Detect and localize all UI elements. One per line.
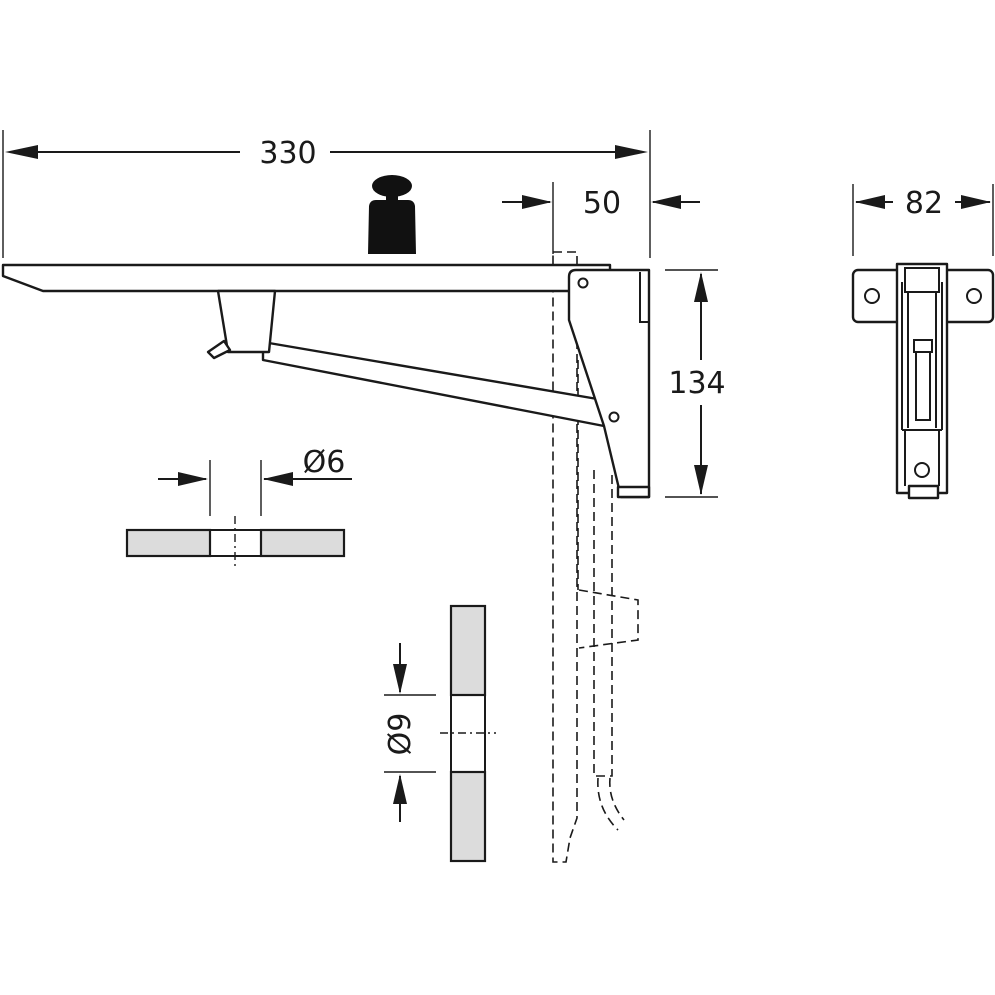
bracket-front-view xyxy=(851,262,995,500)
dimension-label-134: 134 xyxy=(668,366,725,401)
hole-detail-d9: Ø9 xyxy=(383,604,496,863)
dimension-label-330: 330 xyxy=(259,136,316,171)
hole-detail-d6: Ø6 xyxy=(125,445,352,566)
wall-outline-dashed xyxy=(552,251,579,863)
brace-arm xyxy=(206,289,617,428)
weight-icon xyxy=(368,175,416,254)
dimension-134: 134 xyxy=(665,269,726,498)
dimension-330: 330 xyxy=(2,130,651,258)
dimension-82: 82 xyxy=(852,184,994,256)
dimension-label-82: 82 xyxy=(905,186,943,221)
dimension-label-d9: Ø9 xyxy=(383,713,418,756)
dimension-label-d6: Ø6 xyxy=(303,445,346,480)
shelf-plate xyxy=(1,263,612,293)
dimension-label-50: 50 xyxy=(583,186,621,221)
release-rod-dashed xyxy=(578,470,639,831)
wall-bracket-body xyxy=(567,268,651,499)
dimension-50: 50 xyxy=(502,182,700,254)
